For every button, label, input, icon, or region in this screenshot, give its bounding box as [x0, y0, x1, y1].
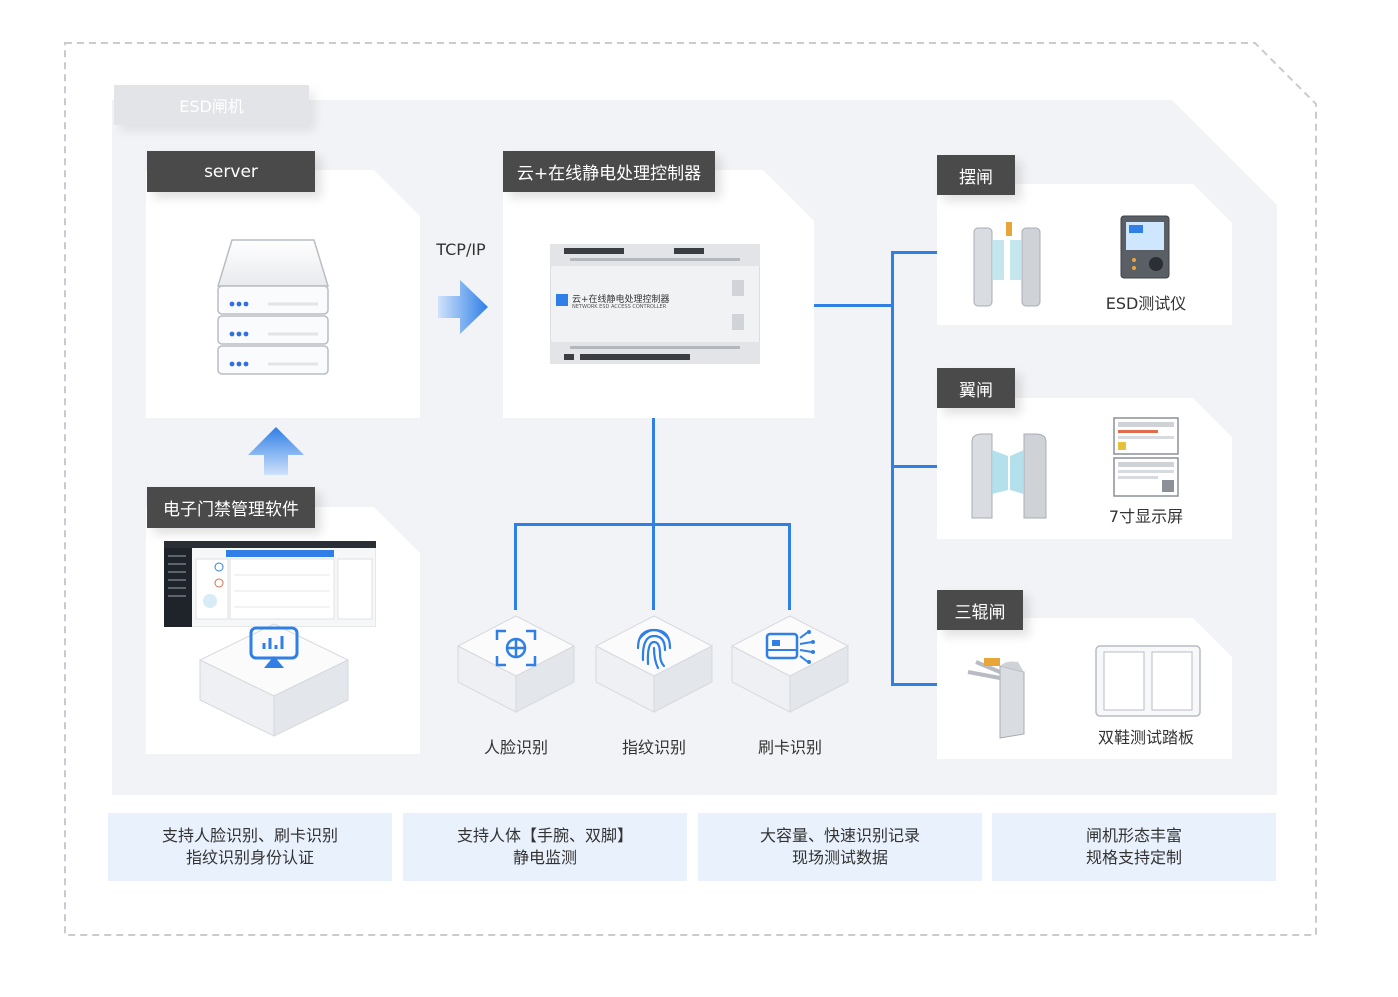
gate1-device-label: ESD测试仪: [1105, 294, 1187, 313]
tripod-gate-icon: [967, 658, 1025, 739]
fingerprint-icon: [636, 628, 672, 670]
connector-ident-horizontal: [514, 523, 791, 526]
card-label: 刷卡识别: [757, 738, 822, 757]
gate2-tag: 翼闸: [937, 368, 1015, 408]
connector-face-down: [514, 523, 517, 610]
server-title: server: [204, 161, 258, 182]
gate2-device-label: 7寸显示屏: [1108, 507, 1184, 526]
group-title: ESD闸机: [179, 97, 244, 116]
gate3-device-label: 双鞋测试踏板: [1097, 728, 1194, 747]
group-title-tag: ESD闸机: [114, 85, 309, 125]
feature-1-line2: 指纹识别身份认证: [185, 848, 314, 867]
wing-gate-icon: [971, 433, 1047, 519]
esd-tester-icon: [1120, 215, 1170, 279]
feature-1: 支持人脸识别、刷卡识别 指纹识别身份认证: [108, 813, 392, 881]
feature-4: 闸机形态丰富 规格支持定制: [992, 813, 1276, 881]
feature-1-line1: 支持人脸识别、刷卡识别: [161, 826, 338, 845]
feature-3-line1: 大容量、快速识别记录: [759, 826, 920, 845]
card-cube: [730, 615, 850, 713]
software-screenshot: [164, 541, 376, 627]
connector-gate2: [891, 465, 937, 468]
protocol-label: TCP/IP: [436, 240, 486, 259]
server-icon: [216, 239, 330, 375]
connector-card-down: [788, 523, 791, 610]
face-label: 人脸识别: [483, 738, 548, 757]
feature-2-line1: 支持人体【手腕、双脚】: [456, 826, 633, 845]
connector-gates-vertical: [891, 251, 894, 686]
feature-2: 支持人体【手腕、双脚】 静电监测: [403, 813, 687, 881]
arrow-up-icon: [248, 427, 304, 475]
swing-gate-icon: [973, 222, 1041, 307]
controller-title: 云+在线静电处理控制器: [516, 164, 702, 184]
server-tag: server: [147, 151, 315, 192]
connector-controller-down: [652, 418, 655, 610]
connector-gate1: [891, 251, 937, 254]
monitor-chart-icon: [249, 626, 299, 668]
feature-4-line1: 闸机形态丰富: [1085, 826, 1182, 845]
connector-controller-right: [814, 304, 894, 307]
controller-device: 云+在线静电处理控制器 NETWORK ESD ACCESS CONTROLLE…: [550, 244, 760, 364]
gate3-title: 三辊闸: [954, 602, 1006, 623]
card-scan-icon: [765, 630, 815, 664]
fingerprint-cube: [594, 615, 714, 713]
fingerprint-label: 指纹识别: [621, 738, 686, 757]
gate1-tag: 摆闸: [937, 155, 1015, 195]
controller-device-body: [550, 244, 760, 364]
controller-device-text-en: NETWORK ESD ACCESS CONTROLLER: [572, 304, 667, 310]
software-title: 电子门禁管理软件: [163, 500, 299, 520]
shoe-pedal-icon: [1095, 645, 1201, 717]
gate1-title: 摆闸: [959, 167, 993, 188]
controller-tag: 云+在线静电处理控制器: [503, 151, 715, 192]
display-screen-icon: [1113, 417, 1179, 497]
feature-2-line2: 静电监测: [512, 848, 577, 867]
feature-3: 大容量、快速识别记录 现场测试数据: [698, 813, 982, 881]
controller-device-text-cn: 云+在线静电处理控制器: [572, 295, 670, 305]
feature-3-line2: 现场测试数据: [791, 848, 888, 867]
face-scan-icon: [495, 629, 537, 667]
gate3-tag: 三辊闸: [937, 590, 1023, 630]
gate2-title: 翼闸: [959, 380, 993, 401]
software-tag: 电子门禁管理软件: [147, 487, 315, 528]
connector-gate3: [891, 683, 937, 686]
arrow-right-icon: [438, 280, 488, 334]
feature-4-line2: 规格支持定制: [1085, 848, 1182, 867]
